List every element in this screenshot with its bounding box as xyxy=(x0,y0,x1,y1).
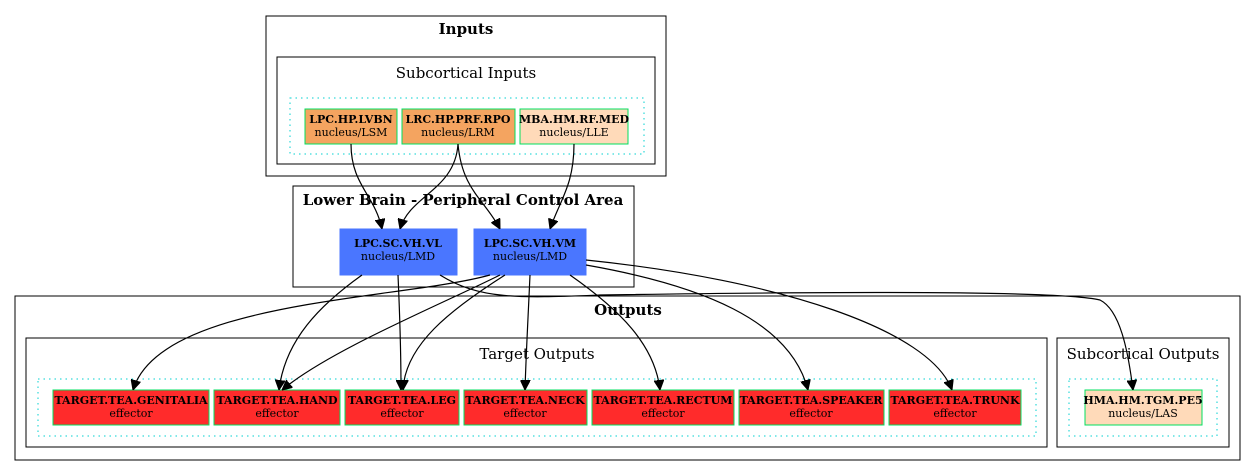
node-title: MBA.HM.RF.MED xyxy=(519,113,629,126)
node-subtitle: effector xyxy=(380,407,424,420)
node-title: LPC.SC.VH.VL xyxy=(354,237,442,250)
cluster-lower-brain-title: Lower Brain - Peripheral Control Area xyxy=(303,191,624,209)
edge-rpo-to-vl xyxy=(400,143,459,229)
edges xyxy=(133,143,1133,390)
cluster-subcortical-outputs-title: Subcortical Outputs xyxy=(1067,345,1220,363)
cluster-outputs-title: Outputs xyxy=(594,301,662,319)
node-target-tea-speaker[interactable]: TARGET.TEA.SPEAKER effector xyxy=(738,389,885,426)
node-target-tea-genitalia[interactable]: TARGET.TEA.GENITALIA effector xyxy=(52,389,210,426)
node-mba-hm-rf-med[interactable]: MBA.HM.RF.MED nucleus/LLE xyxy=(519,108,629,145)
node-title: TARGET.TEA.RECTUM xyxy=(594,394,733,407)
edge-vm-to-leg xyxy=(403,274,506,390)
node-subtitle: nucleus/LMD xyxy=(361,250,435,263)
edge-vm-to-speaker xyxy=(585,264,808,390)
node-subtitle: effector xyxy=(255,407,299,420)
node-lpc-hp-lvbn[interactable]: LPC.HP.LVBN nucleus/LSM xyxy=(304,108,398,145)
node-title: TARGET.TEA.HAND xyxy=(216,394,338,407)
edge-vm-to-neck xyxy=(525,274,531,390)
edge-med-to-vm xyxy=(550,143,575,229)
node-target-tea-rectum[interactable]: TARGET.TEA.RECTUM effector xyxy=(591,389,735,426)
node-target-tea-trunk[interactable]: TARGET.TEA.TRUNK effector xyxy=(888,389,1022,426)
edge-rpo-to-vm xyxy=(457,143,501,229)
node-title: TARGET.TEA.LEG xyxy=(348,394,456,407)
cluster-target-outputs: Target Outputs xyxy=(25,337,1048,448)
node-title: TARGET.TEA.SPEAKER xyxy=(740,394,884,407)
cluster-subcortical-inputs: Subcortical Inputs xyxy=(276,56,656,165)
node-target-tea-neck[interactable]: TARGET.TEA.NECK effector xyxy=(463,389,588,426)
node-subtitle: nucleus/LLE xyxy=(539,126,608,139)
node-title: TARGET.TEA.TRUNK xyxy=(890,394,1020,407)
cluster-target-outputs-title: Target Outputs xyxy=(479,345,594,363)
node-lpc-sc-vh-vl[interactable]: LPC.SC.VH.VL nucleus/LMD xyxy=(339,228,458,276)
edge-vl-to-hand xyxy=(279,274,363,390)
node-title: TARGET.TEA.NECK xyxy=(465,394,585,407)
node-subtitle: nucleus/LAS xyxy=(1108,407,1178,420)
edge-vm-to-trunk xyxy=(585,259,952,390)
edge-vl-to-pe5 xyxy=(439,274,1133,390)
node-subtitle: effector xyxy=(641,407,685,420)
cluster-inputs-title: Inputs xyxy=(439,20,494,38)
node-subtitle: nucleus/LMD xyxy=(493,250,567,263)
node-target-tea-leg[interactable]: TARGET.TEA.LEG effector xyxy=(344,389,460,426)
edge-vm-to-genitalia xyxy=(133,274,491,390)
node-subtitle: effector xyxy=(933,407,977,420)
node-title: TARGET.TEA.GENITALIA xyxy=(54,394,208,407)
subcortical-inputs-group xyxy=(289,97,645,155)
node-hma-hm-tgm-pe5[interactable]: HMA.HM.TGM.PE5 nucleus/LAS xyxy=(1083,389,1203,426)
node-subtitle: effector xyxy=(503,407,547,420)
node-subtitle: effector xyxy=(109,407,153,420)
edge-vm-to-hand xyxy=(282,274,501,390)
node-title: HMA.HM.TGM.PE5 xyxy=(1083,394,1202,407)
cluster-outputs: Outputs xyxy=(14,295,1241,461)
node-lpc-sc-vh-vm[interactable]: LPC.SC.VH.VM nucleus/LMD xyxy=(473,228,587,276)
node-subtitle: nucleus/LRM xyxy=(421,126,495,139)
node-title: LRC.HP.PRF.RPO xyxy=(406,113,511,126)
node-title: LPC.SC.VH.VM xyxy=(484,237,576,250)
node-subtitle: nucleus/LSM xyxy=(315,126,388,139)
edge-vm-to-rectum xyxy=(569,274,660,390)
node-lrc-hp-prf-rpo[interactable]: LRC.HP.PRF.RPO nucleus/LRM xyxy=(401,108,516,145)
edge-vl-to-leg xyxy=(398,274,401,390)
node-title: LPC.HP.LVBN xyxy=(309,113,392,126)
cluster-subcortical-inputs-title: Subcortical Inputs xyxy=(396,64,536,82)
edge-lvbn-to-vl xyxy=(350,143,382,229)
node-target-tea-hand[interactable]: TARGET.TEA.HAND effector xyxy=(213,389,341,426)
node-subtitle: effector xyxy=(789,407,833,420)
cluster-inputs: Inputs xyxy=(265,15,667,177)
cluster-subcortical-outputs: Subcortical Outputs xyxy=(1056,337,1230,448)
subcortical-outputs-group xyxy=(1068,378,1218,437)
